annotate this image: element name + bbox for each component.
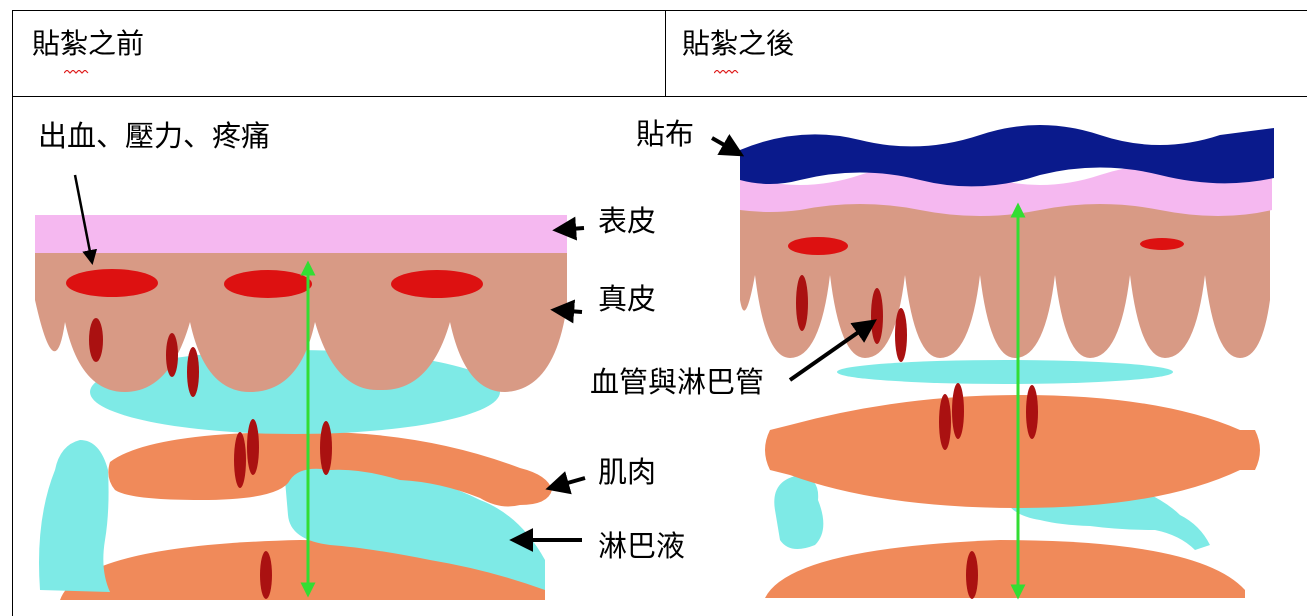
before-panel (35, 175, 585, 600)
lymph-fluid-right-a (774, 475, 823, 549)
label-lymph-fluid: 淋巴液 (598, 532, 685, 561)
after-panel (712, 125, 1274, 599)
lymph-fluid-left (39, 440, 110, 592)
muscle-lower-right (765, 540, 1245, 598)
epidermis-left (35, 215, 567, 253)
label-vessels: 血管與淋巴管 (590, 368, 764, 397)
label-epidermis: 表皮 (598, 207, 656, 236)
label-dermis: 真皮 (598, 285, 656, 314)
pointer-muscle (550, 478, 585, 488)
pointer-tape (712, 138, 740, 154)
label-tape: 貼布 (636, 120, 694, 149)
pointer-dermis (555, 310, 582, 312)
pointer-epidermis (557, 228, 584, 230)
label-muscle: 肌肉 (598, 458, 656, 487)
muscle-main-right (765, 395, 1260, 508)
lymph-vessel-ellipse-right (837, 360, 1173, 384)
bleeding-clusters-left (66, 269, 483, 298)
tape-right (740, 125, 1274, 186)
label-bleeding: 出血、壓力、疼痛 (38, 122, 270, 151)
